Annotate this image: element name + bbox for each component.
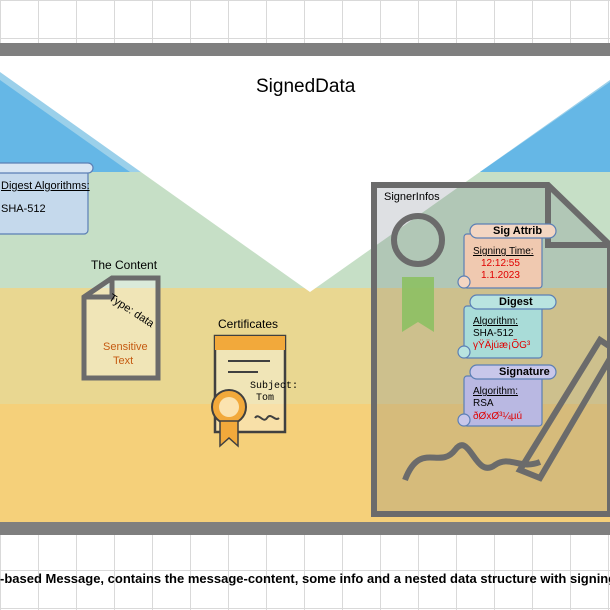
content-heading: The Content	[91, 258, 158, 272]
sig-attrib-time: 12:12:55	[481, 258, 520, 269]
diagram-title: SignedData	[256, 76, 356, 97]
signature-bytes: ðØxØ³¼µú	[473, 411, 523, 422]
digest-hash: γŸÄjúæ¡ÕG³	[473, 340, 531, 351]
digest-algorithms-label: Digest Algorithms:	[1, 180, 90, 192]
sig-attrib-scroll	[457, 223, 557, 289]
content-sensitive-line2: Text	[113, 355, 134, 367]
digest-algorithms-scroll	[0, 162, 94, 235]
certificate-icon	[211, 334, 287, 448]
signature-algorithm-label: Algorithm:	[473, 386, 519, 397]
envelope-left-blue	[0, 80, 130, 172]
signature-scroll	[457, 364, 557, 427]
content-sensitive-line1: Sensitive	[103, 341, 148, 353]
content-document-icon	[81, 275, 161, 381]
digest-algorithms-value: SHA-512	[1, 203, 46, 215]
envelope-right-blue	[480, 82, 610, 172]
signature-algorithm-value: RSA	[473, 398, 494, 409]
digest-algorithm-label: Algorithm:	[473, 316, 519, 327]
envelope-left-wedge	[0, 56, 10, 72]
digest-title: Digest	[499, 296, 533, 308]
frame-bottom-bar	[0, 522, 610, 535]
digest-algorithm-value: SHA-512	[473, 328, 514, 339]
certificate-subject-value: Tom	[256, 393, 275, 404]
signature-title: Signature	[499, 366, 550, 378]
envelope-flap	[0, 56, 610, 292]
frame-top-bar	[0, 43, 610, 56]
sig-attrib-title: Sig Attrib	[493, 225, 543, 237]
certificate-subject-label: Subject:	[250, 381, 299, 392]
signer-infos-heading: SignerInfos	[384, 191, 440, 203]
certificates-heading: Certificates	[218, 317, 279, 331]
sig-attrib-label: Signing Time:	[473, 246, 534, 257]
sig-attrib-date: 1.1.2023	[481, 270, 520, 281]
digest-scroll	[457, 294, 557, 359]
diagram-caption: -based Message, contains the message-con…	[0, 571, 610, 586]
